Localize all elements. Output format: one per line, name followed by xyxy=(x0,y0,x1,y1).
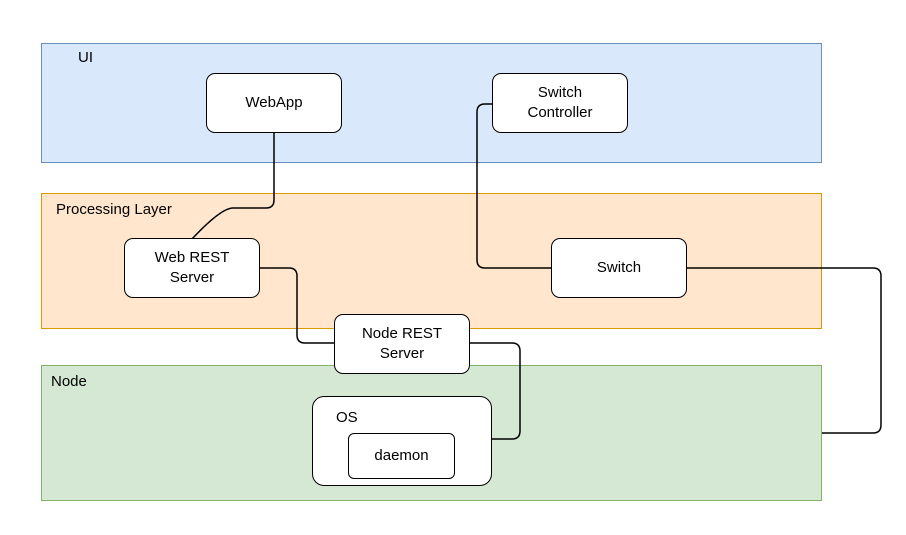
daemon-label: daemon xyxy=(374,447,429,464)
ui-layer: UI xyxy=(41,43,822,163)
processing-layer-label: Processing Layer xyxy=(56,201,172,218)
daemon-node[interactable]: daemon xyxy=(348,433,455,479)
node-rest-server-label: Node REST Server xyxy=(361,325,443,362)
ui-layer-label: UI xyxy=(78,49,93,66)
switch-node[interactable]: Switch xyxy=(551,238,687,298)
web-rest-server-node[interactable]: Web REST Server xyxy=(124,238,260,298)
web-rest-server-label: Web REST Server xyxy=(154,249,230,286)
switch-label: Switch xyxy=(596,259,642,276)
switch-controller-node[interactable]: Switch Controller xyxy=(492,73,628,133)
switch-controller-label: Switch Controller xyxy=(527,84,593,121)
node-rest-server-node[interactable]: Node REST Server xyxy=(334,314,470,374)
webapp-node[interactable]: WebApp xyxy=(206,73,342,133)
webapp-label: WebApp xyxy=(245,94,303,111)
node-layer-label: Node xyxy=(51,373,87,390)
os-label: OS xyxy=(336,409,358,426)
